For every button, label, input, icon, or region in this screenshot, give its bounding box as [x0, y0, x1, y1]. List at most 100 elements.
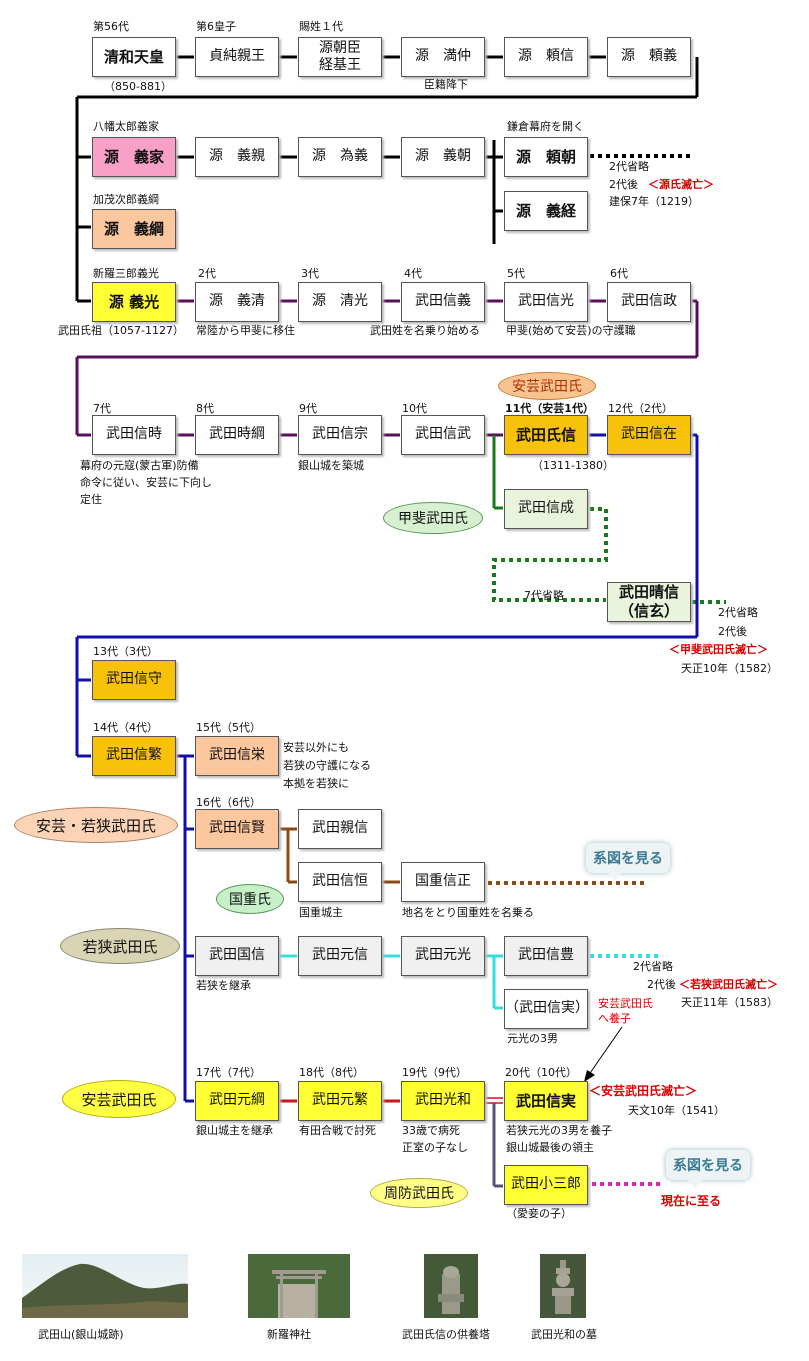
- label-tensho10: 天正10年（1582）: [681, 662, 778, 675]
- label-genji-end: ＜源氏滅亡＞: [648, 178, 714, 191]
- caption-takeda-mountain: 武田山(銀山城跡): [38, 1328, 124, 1341]
- box-yoshikiyo: 源 義清: [195, 282, 279, 322]
- label-shinseki: 臣籍降下: [424, 78, 468, 91]
- box-nobuzane-p: （武田信実）: [504, 989, 589, 1029]
- label-d6: 6代: [610, 267, 628, 280]
- label-takeda-founder: 武田氏祖（1057-1127）: [58, 324, 184, 337]
- label-present: 現在に至る: [661, 1194, 722, 1208]
- box-ujinobu: 武田氏信: [504, 415, 588, 455]
- label-d3: 3代: [301, 267, 319, 280]
- label-d2: 2代: [198, 267, 216, 280]
- label-gen56: 第56代: [93, 20, 129, 33]
- label-d19: 19代（9代）: [402, 1066, 467, 1079]
- box-kiyomitsu: 源 清光: [298, 282, 382, 322]
- label-shisei: 賜姓１代: [299, 20, 343, 33]
- oval-aki-top: 安芸武田氏: [498, 372, 596, 400]
- box-nobushige: 武田信繁: [92, 736, 176, 776]
- box-sadazumi: 貞純親王: [195, 37, 279, 77]
- box-nobuzane: 武田信実: [504, 1081, 588, 1121]
- label-age33: 33歳で病死: [402, 1124, 460, 1137]
- oval-wakasa: 若狭武田氏: [60, 928, 180, 964]
- suo-lines: [492, 1103, 503, 1188]
- label-d4: 4代: [404, 267, 422, 280]
- label-adopt-son: 若狭元光の3男を養子: [506, 1124, 612, 1137]
- label-motomitsu-son: 元光の3男: [507, 1032, 558, 1045]
- label-d11: 11代（安芸1代）: [505, 402, 594, 415]
- label-d8: 8代: [196, 402, 214, 415]
- see-genealogy-button-1[interactable]: 系図を見る: [586, 843, 670, 881]
- box-tsunemoto: 源朝臣 経基王: [298, 37, 382, 77]
- box-nobumori: 武田信守: [92, 660, 176, 700]
- box-kuninobu: 武田国信: [195, 936, 279, 976]
- box-yoshimitsu: 源 義光: [92, 282, 176, 322]
- label-d16: 16代（6代）: [196, 796, 261, 809]
- label-d5: 5代: [507, 267, 525, 280]
- box-nobuyoshi: 武田信義: [401, 282, 485, 322]
- box-nobukata: 武田信賢: [195, 809, 279, 849]
- label-genko1: 幕府の元寇(蒙古軍)防備: [80, 459, 199, 472]
- label-d15: 15代（5代）: [196, 721, 261, 734]
- box-nobumune: 武田信宗: [298, 415, 382, 455]
- label-after-minamoto: 2代後: [609, 178, 638, 191]
- kai-lines: [492, 435, 503, 510]
- kunishige-lines: [279, 827, 400, 884]
- label-wakasa-end: ＜若狭武田氏滅亡＞: [679, 978, 778, 991]
- box-tameyoshi: 源 為義: [298, 137, 382, 177]
- adoption-arrow: [584, 1026, 623, 1082]
- label-omit-kai: 2代省略: [718, 606, 758, 619]
- label-sixth-prince: 第6皇子: [196, 20, 236, 33]
- label-d17: 17代（7代）: [196, 1066, 261, 1079]
- oval-suo: 周防武田氏: [370, 1178, 468, 1208]
- box-motoshige: 武田元繁: [298, 1081, 382, 1121]
- box-tokitsuna: 武田時綱: [195, 415, 279, 455]
- label-adopt1: 安芸武田氏: [598, 997, 653, 1010]
- box-yoritomo: 源 頼朝: [504, 137, 588, 177]
- box-seiwa: 清和天皇: [92, 37, 176, 77]
- caption-shinra-shrine: 新羅神社: [267, 1328, 311, 1341]
- photo-mitsukazu-grave[interactable]: [540, 1254, 586, 1318]
- oval-kai: 甲斐武田氏: [383, 502, 483, 534]
- label-tenbun: 天文10年（1541）: [628, 1104, 725, 1117]
- minamoto-lines: [75, 55, 699, 303]
- label-kunishige-name: 地名をとり国重姓を名乗る: [402, 906, 534, 919]
- label-no-heir: 正室の子なし: [402, 1141, 468, 1154]
- label-takeda-name: 武田姓を名乗り始める: [370, 324, 480, 337]
- label-aki-end: ＜安芸武田氏滅亡＞: [589, 1084, 698, 1098]
- label-d10: 10代: [402, 402, 427, 415]
- photo-ujinobu-tower[interactable]: [424, 1254, 478, 1318]
- label-wakasa-inherit: 若狭を継承: [196, 979, 251, 992]
- box-nobutake: 武田信武: [401, 415, 485, 455]
- box-nobuhide: 武田信栄: [195, 736, 279, 776]
- box-nobuari: 武田信在: [607, 415, 691, 455]
- label-kunishige-lord: 国重城主: [299, 906, 343, 919]
- oval-aki-wakasa: 安芸・若狭武田氏: [14, 807, 178, 843]
- label-genko3: 定住: [80, 493, 102, 506]
- label-ginzan-inherit: 銀山城主を継承: [196, 1124, 273, 1137]
- label-kenpo: 建保7年（1219）: [609, 195, 699, 208]
- kai-omit-lines: [492, 507, 726, 604]
- caption-mitsukazu-grave: 武田光和の墓: [531, 1328, 597, 1341]
- label-d7: 7代: [93, 402, 111, 415]
- caption-ujinobu-tower: 武田氏信の供養塔: [402, 1328, 490, 1341]
- label-omit7: 7代省略: [524, 589, 564, 602]
- label-kai-shugo: 甲斐(始めて安芸)の守護職: [506, 324, 636, 337]
- box-nobutoki: 武田信時: [92, 415, 176, 455]
- label-d20: 20代（10代）: [505, 1066, 577, 1079]
- photo-shinra-shrine[interactable]: [248, 1254, 350, 1318]
- label-d18: 18代（8代）: [299, 1066, 364, 1079]
- label-hide2: 若狭の守護になる: [283, 759, 371, 772]
- see-genealogy-button-2[interactable]: 系図を見る: [666, 1150, 750, 1188]
- label-d9: 9代: [299, 402, 317, 415]
- box-kosaburo: 武田小三郎: [504, 1165, 588, 1205]
- takeda-lines: [75, 299, 699, 437]
- label-kai-end: ＜甲斐武田氏滅亡＞: [669, 643, 768, 656]
- box-yoshichika: 源 義親: [195, 137, 279, 177]
- label-concubine: （愛妾の子）: [506, 1207, 572, 1220]
- box-motomitsu: 武田元光: [401, 936, 485, 976]
- box-nobutoyo: 武田信豊: [504, 936, 588, 976]
- box-harunobu: 武田晴信 （信玄）: [607, 582, 691, 622]
- oval-aki-bottom: 安芸武田氏: [62, 1080, 176, 1118]
- label-d13: 13代（3代）: [93, 645, 158, 658]
- photo-takeda-mountain[interactable]: [22, 1254, 188, 1318]
